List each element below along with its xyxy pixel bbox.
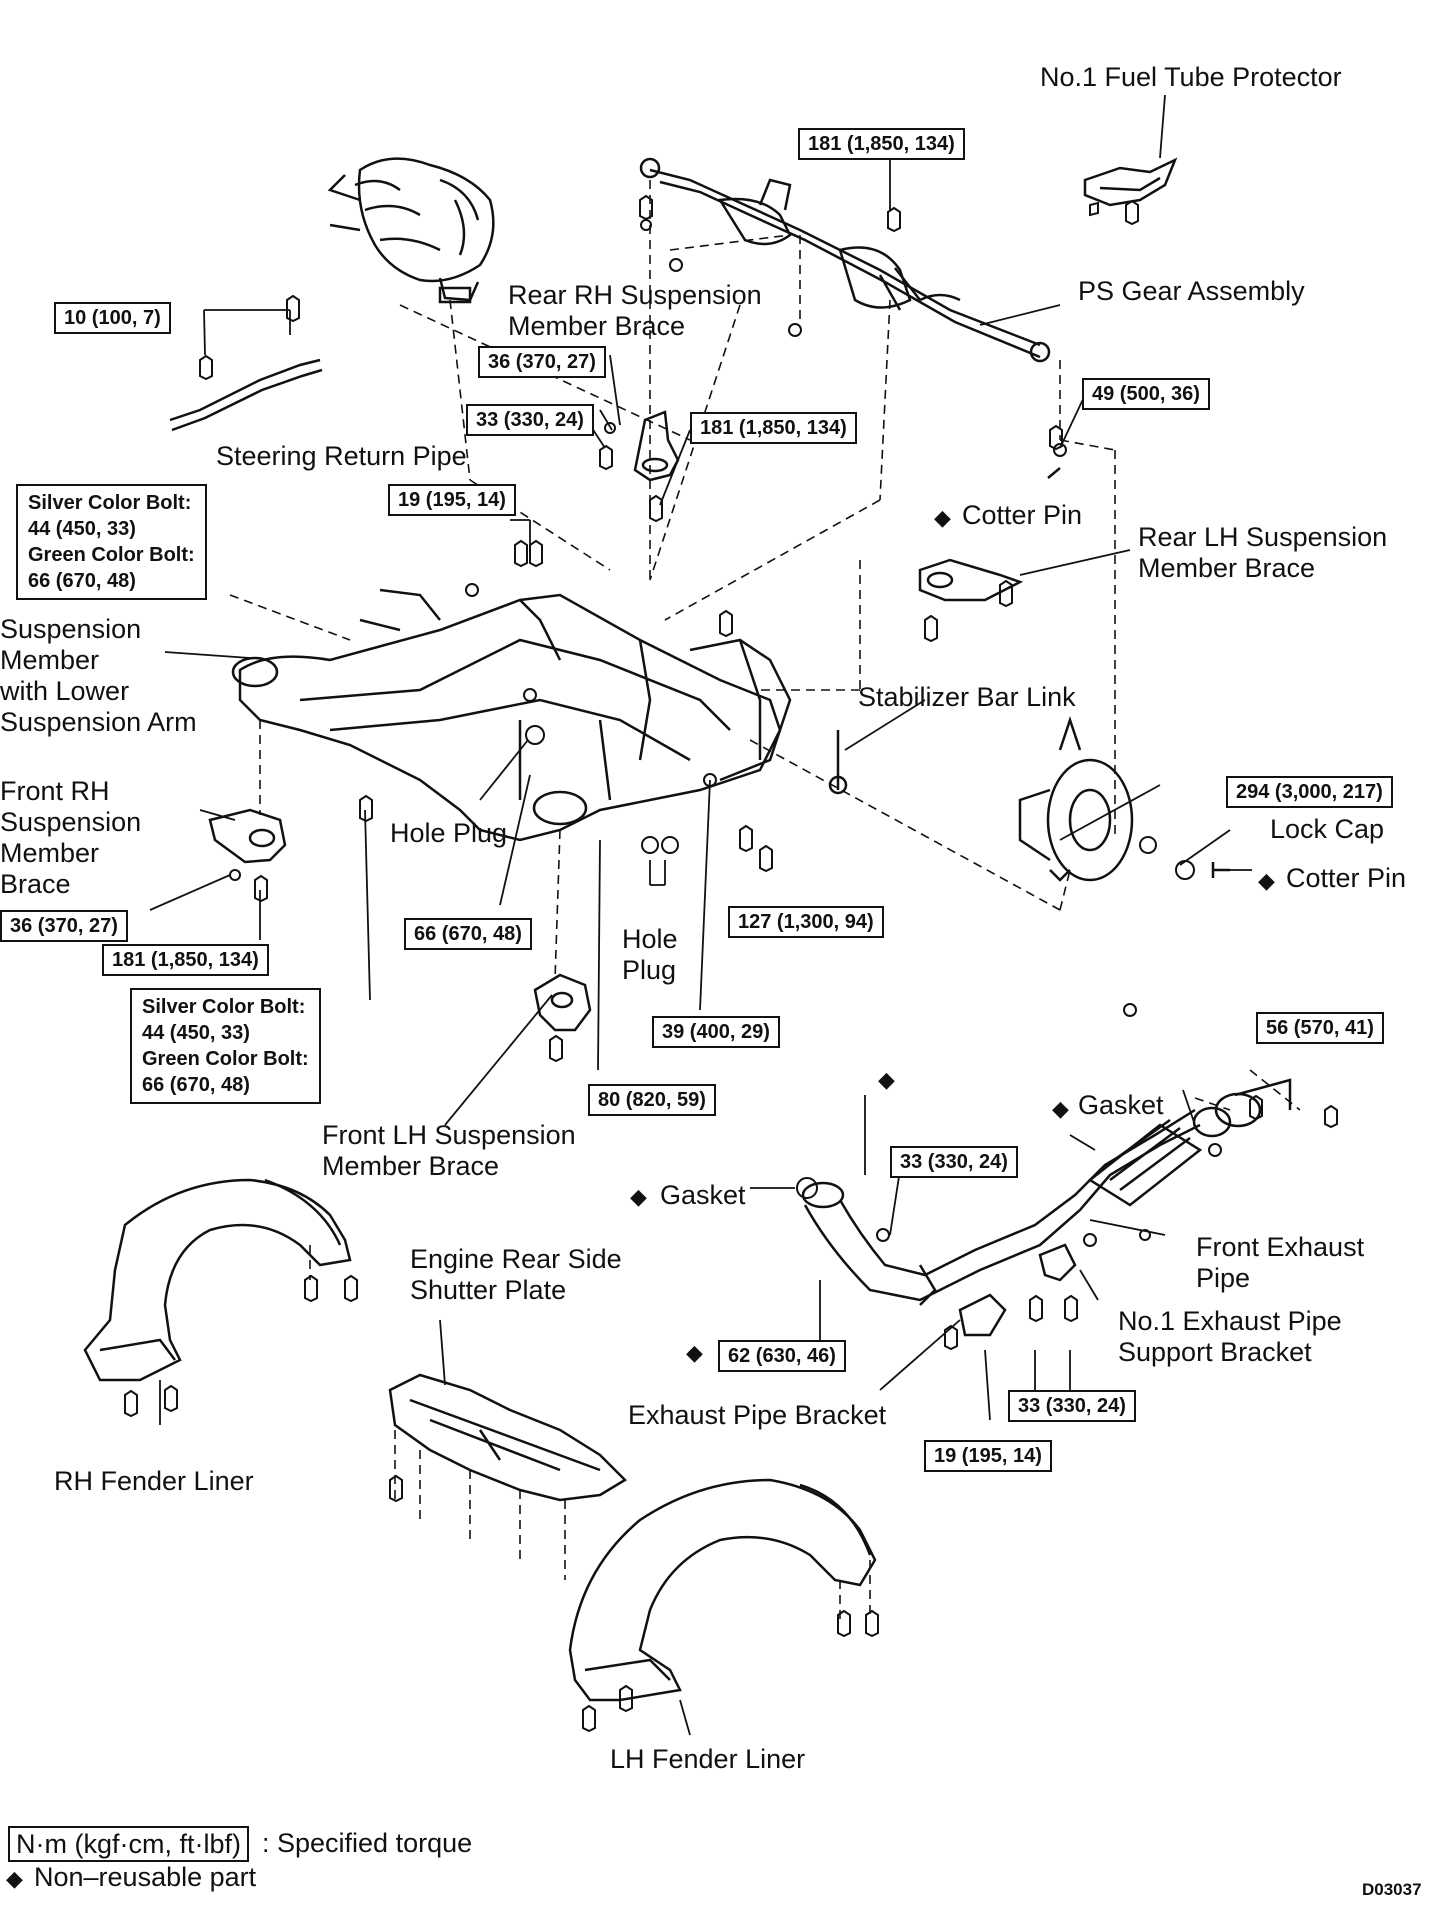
leader-lines bbox=[149, 94, 1252, 1736]
torque-box: 181 (1,850, 134) bbox=[102, 944, 269, 976]
label-steering-return-pipe: Steering Return Pipe bbox=[216, 441, 467, 471]
label-gasket-left: Gasket bbox=[660, 1180, 746, 1210]
transmission-drawing bbox=[327, 157, 495, 304]
no1-exhaust-bracket-drawing bbox=[1038, 1243, 1077, 1282]
torque-box: 62 (630, 46) bbox=[718, 1340, 846, 1372]
label-cotter-pin-top: Cotter Pin bbox=[962, 500, 1083, 530]
non-reusable-diamond-icon: ◆ bbox=[6, 1866, 23, 1891]
torque-box: 127 (1,300, 94) bbox=[728, 906, 884, 938]
stabilizer-link-drawing bbox=[828, 730, 848, 795]
fuel-tube-protector-drawing bbox=[1083, 157, 1178, 207]
rear-lh-brace-drawing bbox=[918, 558, 1024, 602]
non-reusable-diamond-icon: ◆ bbox=[1052, 1096, 1069, 1121]
torque-box: 39 (400, 29) bbox=[652, 1016, 780, 1048]
front-lh-brace-drawing bbox=[533, 973, 592, 1032]
label-rh-fender-liner: RH Fender Liner bbox=[54, 1466, 254, 1496]
label-rear-lh-brace: Rear LH Suspension Member Brace bbox=[1138, 522, 1388, 583]
label-hole-plug-left: Hole Plug bbox=[390, 818, 508, 848]
shutter-plate-drawing bbox=[388, 1373, 628, 1502]
assembly-lines bbox=[229, 180, 1301, 1620]
rh-fender-liner-drawing bbox=[83, 1178, 352, 1382]
lh-fender-liner-drawing bbox=[568, 1478, 877, 1702]
legend-unit-desc: : Specified torque bbox=[262, 1828, 473, 1858]
nuts bbox=[229, 219, 1222, 1247]
fasteners bbox=[124, 194, 1338, 1733]
rear-rh-brace-drawing bbox=[633, 410, 680, 482]
torque-box: 56 (570, 41) bbox=[1256, 1012, 1384, 1044]
torque-box: 36 (370, 27) bbox=[0, 910, 128, 942]
label-gasket-right: Gasket bbox=[1078, 1090, 1164, 1120]
cotter-pin-right-shape bbox=[1211, 862, 1230, 878]
non-reusable-diamond-icon: ◆ bbox=[934, 505, 951, 530]
torque-box: 10 (100, 7) bbox=[54, 302, 171, 334]
label-lock-cap: Lock Cap bbox=[1270, 814, 1385, 844]
torque-box: 19 (195, 14) bbox=[924, 1440, 1052, 1472]
label-ps-gear-assembly: PS Gear Assembly bbox=[1078, 276, 1305, 306]
non-reusable-diamond-icon: ◆ bbox=[878, 1067, 895, 1092]
exhaust-pipe-drawing bbox=[801, 1078, 1292, 1306]
torque-box: 19 (195, 14) bbox=[388, 484, 516, 516]
legend-non-reusable: Non–reusable part bbox=[34, 1862, 257, 1892]
exhaust-bracket-drawing bbox=[958, 1293, 1007, 1337]
label-rear-rh-brace: Rear RH Suspension Member Brace bbox=[508, 280, 762, 341]
torque-box: 36 (370, 27) bbox=[478, 346, 606, 378]
torque-box: 80 (820, 59) bbox=[588, 1084, 716, 1116]
suspension-member-drawing bbox=[231, 588, 792, 842]
label-stabilizer-bar-link: Stabilizer Bar Link bbox=[858, 682, 1076, 712]
torque-box: 49 (500, 36) bbox=[1082, 378, 1210, 410]
label-lh-fender-liner: LH Fender Liner bbox=[610, 1744, 806, 1774]
torque-box: 181 (1,850, 134) bbox=[798, 128, 965, 160]
label-hole-plug-center: Hole Plug bbox=[622, 924, 678, 985]
label-engine-rear-shutter: Engine Rear Side Shutter Plate bbox=[410, 1244, 622, 1305]
label-suspension-member: Suspension Member with Lower Suspension … bbox=[0, 614, 197, 737]
steering-return-pipe-drawing bbox=[169, 358, 323, 432]
torque-box-silver-green-bottom: Silver Color Bolt: 44 (450, 33) Green Co… bbox=[130, 988, 321, 1104]
torque-box: 33 (330, 24) bbox=[1008, 1390, 1136, 1422]
label-front-lh-brace: Front LH Suspension Member Brace bbox=[322, 1120, 576, 1181]
torque-box: 294 (3,000, 217) bbox=[1226, 776, 1393, 808]
legend-unit-box: N·m (kgf·cm, ft·lbf) bbox=[8, 1826, 249, 1862]
knuckle-drawing bbox=[1018, 716, 1134, 882]
label-front-exhaust-pipe: Front Exhaust Pipe bbox=[1196, 1232, 1365, 1293]
front-rh-brace-drawing bbox=[208, 808, 287, 864]
label-exhaust-pipe-bracket: Exhaust Pipe Bracket bbox=[628, 1400, 887, 1430]
label-no1-exhaust-bracket: No.1 Exhaust Pipe Support Bracket bbox=[1118, 1306, 1342, 1367]
cotter-pin-top-shape bbox=[1047, 467, 1061, 479]
torque-box: 33 (330, 24) bbox=[466, 404, 594, 436]
torque-box: 181 (1,850, 134) bbox=[690, 412, 857, 444]
non-reusable-diamond-icon: ◆ bbox=[686, 1340, 703, 1365]
torque-box: 33 (330, 24) bbox=[890, 1146, 1018, 1178]
ps-gear-drawing bbox=[639, 157, 1051, 363]
non-reusable-diamond-icon: ◆ bbox=[630, 1184, 647, 1209]
label-fuel-tube-protector: No.1 Fuel Tube Protector bbox=[1040, 62, 1342, 92]
figure-code: D03037 bbox=[1362, 1880, 1422, 1899]
torque-box-silver-green-top: Silver Color Bolt: 44 (450, 33) Green Co… bbox=[16, 484, 207, 600]
label-front-rh-brace: Front RH Suspension Member Brace bbox=[0, 776, 142, 899]
non-reusable-diamond-icon: ◆ bbox=[1258, 868, 1275, 893]
label-cotter-pin-right: Cotter Pin bbox=[1286, 863, 1407, 893]
torque-box: 66 (670, 48) bbox=[404, 918, 532, 950]
